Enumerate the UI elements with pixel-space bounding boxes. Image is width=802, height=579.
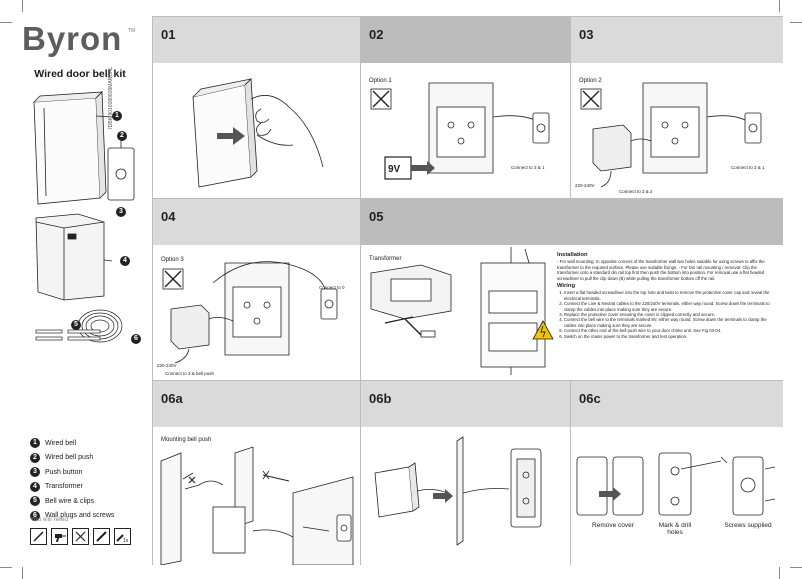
list-item: Connect the Live & Neutral cables to the… — [564, 301, 775, 312]
list-item: Replace the protective cover ensuring th… — [564, 312, 775, 317]
svg-text:1x: 1x — [123, 538, 129, 544]
connect-note-b: Connect to 3 & 2 — [619, 189, 653, 194]
wiring-steps: Insert a flat headed screwdriver into th… — [557, 290, 775, 339]
option3-mains-wiring-illustration — [162, 261, 338, 364]
option-label: Option 1 — [369, 78, 392, 84]
kit-contents-illustration — [33, 91, 135, 343]
drill-icon — [51, 528, 68, 545]
step-05-panel: 05 Transformer Installation - For wall m… — [360, 198, 783, 381]
mounting-caption: Mounting bell push — [161, 437, 212, 443]
voltage-label: 220-240V — [575, 183, 595, 188]
option2-transformer-wiring-illustration — [580, 82, 762, 188]
trademark: TM — [128, 28, 136, 34]
warning-icon — [532, 320, 554, 340]
installation-title: Installation — [557, 252, 588, 258]
you-will-need-label: You will need — [30, 516, 69, 523]
step-06a-panel: 06a Mounting bell push — [152, 380, 360, 565]
step-number: 02 — [369, 27, 384, 42]
remove-cover-caption: Remove cover — [592, 522, 634, 529]
list-item: Connect the other end of the bell push w… — [564, 328, 775, 333]
screws-and-plugs-drawing — [35, 329, 101, 341]
step-02-panel: 02 Option 1 9V Connect to 3 & 1 — [360, 16, 570, 199]
callout-1: 1 — [112, 111, 122, 121]
pencil-icon — [93, 528, 110, 545]
step-06c-panel: 06c Remove cover Mark & drill holes Scre… — [570, 380, 783, 565]
step-number: 03 — [579, 27, 594, 42]
step-03-panel: 03 Option 2 220-240V Connect to 3 & 1 Co… — [570, 16, 783, 199]
option-label: Option 3 — [161, 257, 184, 263]
step-number: 01 — [161, 27, 176, 42]
mounting-bell-push-illustration — [160, 446, 354, 565]
option-label: Option 2 — [579, 78, 602, 84]
connect-note: Connect to 3 & 1 — [511, 165, 545, 170]
option1-battery-wiring-illustration — [370, 82, 550, 180]
list-item: Connect the bell wire to the terminals m… — [564, 317, 775, 328]
battery-icon: 1x — [114, 528, 131, 545]
connect-note-b: Connect to 3 & bell push — [165, 371, 215, 376]
list-item: Insert a flat headed screwdriver into th… — [564, 290, 775, 301]
screws-supplied-caption: Screws supplied — [724, 522, 772, 529]
screwdriver-icon — [30, 528, 47, 545]
battery-label: 9V — [388, 164, 401, 175]
brand-logo: Byron — [22, 20, 123, 57]
step-number: 06a — [161, 391, 183, 406]
transformer-drawing — [35, 213, 113, 301]
step-06b-panel: 06b — [360, 380, 570, 565]
bell-wire-coil-drawing — [77, 309, 123, 343]
step-number: 05 — [369, 209, 384, 224]
bell-push-drawing — [107, 138, 135, 201]
voltage-label: 220-240V — [157, 363, 177, 368]
connect-note-a: Connect to 0 — [319, 285, 345, 290]
step-04-panel: 04 Option 3 220-240V Connect to 0 Connec… — [152, 198, 360, 381]
step-number: 04 — [161, 209, 176, 224]
step-number: 06b — [369, 391, 392, 406]
connect-bell-push-illustration — [374, 436, 542, 546]
wire-stripper-icon — [72, 528, 89, 545]
mark-drill-caption: Mark & drill holes — [658, 522, 692, 536]
wired-bell-drawing — [33, 91, 115, 205]
callout-3: 3 — [116, 207, 126, 217]
tools-row: 1x — [30, 528, 131, 545]
list-item: Switch on the mains power to the transfo… — [564, 334, 775, 339]
kit-title: Wired door bell kit — [34, 68, 126, 80]
remove-bell-cover-illustration — [192, 78, 324, 188]
fix-bell-push-illustration — [576, 452, 776, 516]
callout-5: 5 — [71, 320, 81, 330]
transformer-installation-illustration — [370, 247, 554, 375]
wiring-title: Wiring — [557, 283, 575, 290]
step-01-panel: 01 — [152, 16, 360, 199]
callout-4: 4 — [120, 256, 130, 266]
connect-note-a: Connect to 3 & 1 — [731, 165, 765, 170]
callout-6: 6 — [131, 334, 141, 344]
transformer-label: Transformer — [369, 256, 402, 262]
callout-2: 2 — [117, 131, 127, 141]
installation-instructions: Installation - For wall mounting: In opp… — [557, 252, 775, 339]
installation-text: - For wall mounting: In opposite corners… — [557, 259, 765, 281]
step-number: 06c — [579, 391, 601, 406]
